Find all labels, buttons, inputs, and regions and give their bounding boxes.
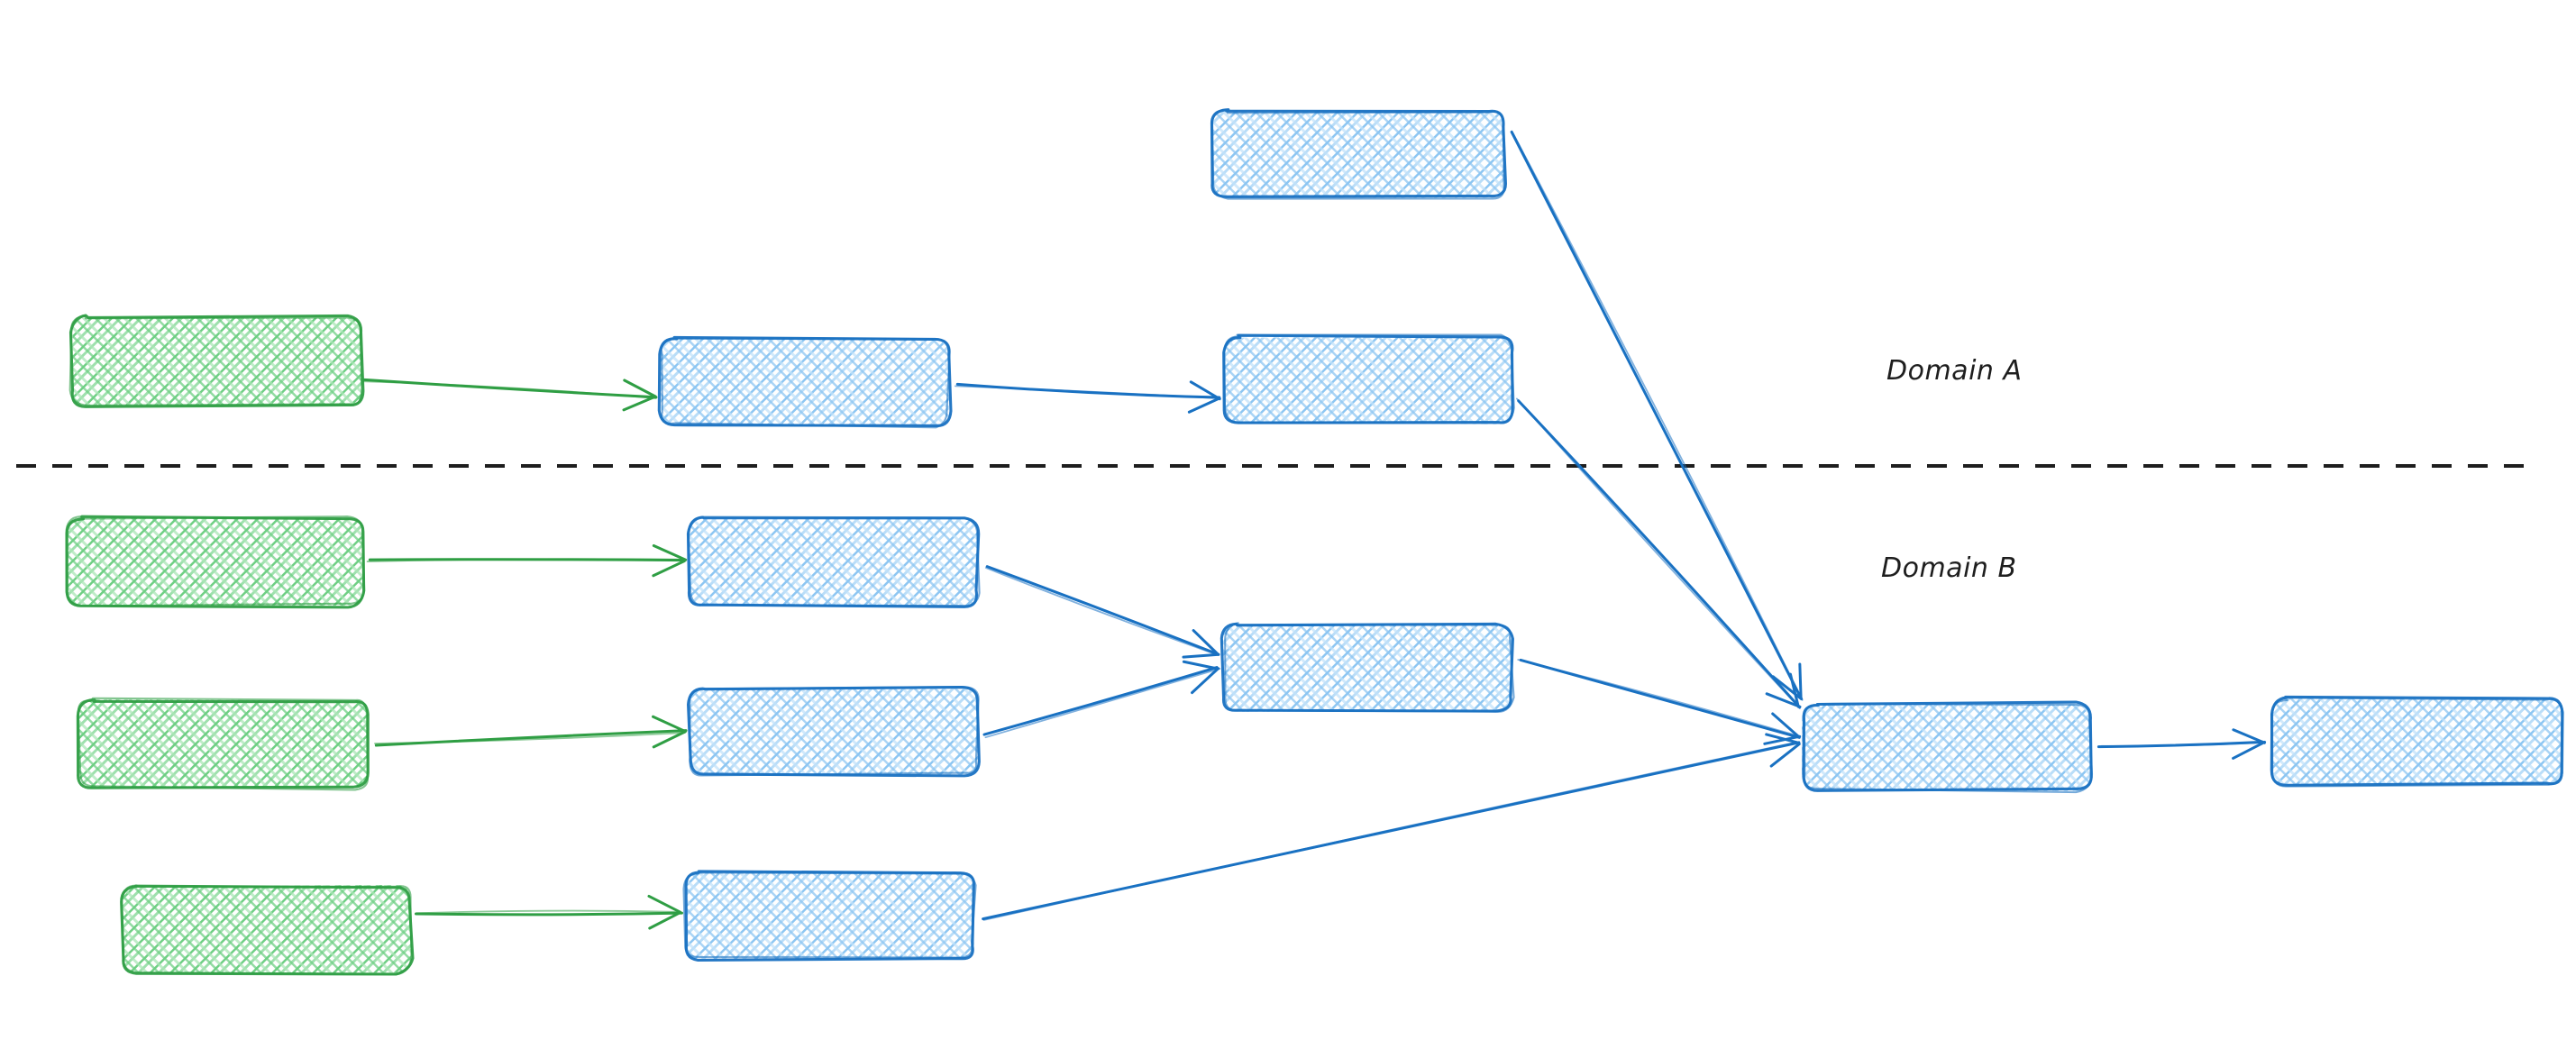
arrowhead-upper (1191, 667, 1220, 695)
arrowhead-upper (1765, 692, 1802, 708)
node-b7[interactable] (1219, 622, 1515, 713)
node-b3[interactable] (1210, 108, 1507, 200)
node-outline-pass2 (687, 515, 981, 607)
node-outline-pass2 (2270, 697, 2564, 788)
edge-line-pass2 (984, 668, 1221, 739)
node-fill-secondary (660, 338, 949, 425)
edge-b5-to-b7[interactable] (982, 660, 1221, 739)
node-b8[interactable] (1801, 700, 2094, 794)
node-g3[interactable] (76, 697, 370, 791)
edge-line-pass2 (955, 385, 1220, 399)
node-outline-pass2 (682, 871, 977, 959)
node-b2[interactable] (1222, 333, 1515, 424)
edge-b6-to-b8[interactable] (982, 733, 1801, 921)
node-fill-secondary (1801, 703, 2092, 791)
nodes-layer (65, 108, 2564, 976)
node-fill-secondary (122, 885, 411, 973)
node-outline-pass2 (1223, 333, 1515, 424)
edge-line-pass2 (1517, 659, 1800, 737)
node-b5[interactable] (686, 686, 981, 778)
node-fill-secondary (67, 517, 362, 606)
arrowhead-lower (2232, 728, 2266, 744)
arrowhead-lower (1771, 712, 1801, 739)
arrowhead-lower (1765, 733, 1800, 744)
edge-line (1510, 130, 1804, 700)
label-domain-a: Domain A (1886, 355, 2023, 387)
arrowhead-lower (1182, 660, 1219, 670)
node-fill-secondary (1211, 110, 1505, 198)
edge-line-pass2 (362, 380, 657, 399)
node-outline-pass2 (689, 686, 980, 777)
arrowhead-upper (1769, 743, 1801, 768)
arrowhead-upper (652, 730, 687, 749)
edge-g1-to-b1[interactable] (362, 378, 658, 412)
edge-g4-to-b6[interactable] (415, 894, 683, 930)
node-outline-pass2 (77, 697, 370, 791)
label-domain-b: Domain B (1881, 552, 2017, 584)
edge-line-pass2 (984, 567, 1218, 655)
node-fill-secondary (685, 871, 974, 960)
node-b1[interactable] (657, 335, 953, 429)
arrowhead-upper (622, 395, 656, 412)
edge-b4-to-b7[interactable] (984, 565, 1220, 659)
node-fill-secondary (1221, 623, 1512, 712)
arrowhead-lower (623, 379, 657, 398)
node-b9[interactable] (2270, 695, 2564, 788)
node-g2[interactable] (65, 515, 366, 609)
arrowhead-lower (652, 543, 688, 561)
edge-b1-to-b2[interactable] (955, 380, 1221, 414)
node-b4[interactable] (686, 515, 981, 608)
edge-line (415, 911, 683, 917)
edge-g2-to-b4[interactable] (366, 543, 688, 578)
edge-line-pass2 (374, 732, 686, 744)
arrowhead-upper (648, 910, 682, 930)
arrowhead-lower (647, 894, 681, 914)
node-outline-pass2 (1210, 109, 1505, 200)
edge-g3-to-b5[interactable] (374, 715, 688, 749)
node-outline-pass2 (69, 315, 363, 406)
node-outline-pass2 (1224, 622, 1515, 713)
arrowhead-lower (652, 715, 687, 734)
node-outline-pass2 (121, 884, 413, 976)
node-fill-secondary (1224, 336, 1514, 424)
arrowhead-upper (1763, 734, 1802, 745)
edge-line (982, 666, 1219, 736)
arrowhead-upper (1182, 652, 1220, 659)
edge-line-pass2 (366, 558, 685, 562)
edge-b7-to-b8[interactable] (1517, 658, 1802, 745)
edge-line-pass2 (415, 909, 681, 915)
edge-line-pass2 (1516, 397, 1801, 709)
node-outline-pass2 (65, 515, 366, 607)
arrowhead-upper (652, 560, 686, 578)
edge-line (1517, 399, 1802, 709)
edge-line (985, 565, 1219, 655)
edge-line-pass2 (982, 741, 1798, 921)
node-b6[interactable] (682, 870, 977, 962)
edge-line-pass2 (2100, 742, 2264, 747)
node-fill-secondary (72, 317, 362, 406)
node-g4[interactable] (120, 884, 415, 976)
edges-layer (362, 130, 2267, 930)
node-fill-secondary (78, 698, 370, 789)
arrowhead-lower (1192, 629, 1219, 656)
node-fill-secondary (2270, 698, 2562, 785)
edge-b2-to-b8[interactable] (1516, 397, 1802, 709)
arrowhead-lower (1189, 380, 1221, 401)
edge-b8-to-b9[interactable] (2096, 728, 2267, 760)
edge-b3-to-b8[interactable] (1510, 130, 1804, 701)
arrowhead-lower (1798, 662, 1803, 700)
node-fill-secondary (689, 688, 978, 776)
node-fill-secondary (689, 517, 979, 607)
node-g1[interactable] (69, 314, 365, 408)
node-outline-pass2 (660, 337, 951, 429)
arrowhead-upper (1187, 397, 1221, 414)
edge-line-pass2 (1511, 130, 1804, 701)
arrowhead-lower (1788, 672, 1800, 708)
node-outline-pass2 (1803, 703, 2094, 794)
arrowhead-upper (2232, 740, 2267, 760)
